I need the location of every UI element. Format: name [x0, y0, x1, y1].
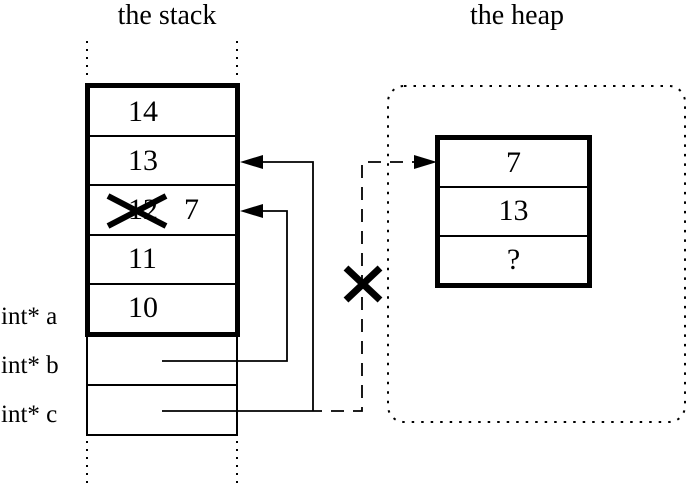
- stack-cell-value: 13: [128, 143, 158, 177]
- new-value: 7: [184, 193, 199, 226]
- pointer-cell-c: [86, 386, 238, 436]
- heap-cell: 13: [440, 186, 587, 234]
- heap-region-title: the heap: [469, 0, 565, 31]
- stack-cell: 10: [90, 282, 235, 332]
- stack-cell-overwritten: 12 7: [90, 184, 235, 233]
- stack-frame-box: 14 13 12 7 11 10: [85, 83, 240, 337]
- label-int-b: int* b: [1, 352, 59, 379]
- pointer-cell-b: [86, 337, 238, 386]
- stack-region-title: the stack: [117, 0, 217, 31]
- pointer-c-arrowhead-icon: [240, 155, 263, 169]
- stack-cell: 11: [90, 233, 235, 283]
- stack-cell: 13: [90, 135, 235, 184]
- heap-cell: ?: [440, 234, 587, 283]
- heap-block-box: 7 13 ?: [435, 135, 592, 288]
- invalid-pointer-x-icon: [343, 265, 383, 303]
- label-int-c: int* c: [1, 401, 58, 428]
- heap-cell-value: ?: [506, 242, 521, 276]
- stack-cell: 14: [90, 88, 235, 135]
- stack-cell-value: 14: [128, 94, 158, 128]
- stack-cell-value: 11: [128, 242, 157, 276]
- label-int-a: int* a: [1, 303, 58, 330]
- stale-value: 12: [128, 193, 158, 226]
- dangling-pointer-dashed-line: [322, 161, 414, 412]
- heap-cell-value: 13: [498, 194, 529, 228]
- pointer-b-arrowhead-icon: [240, 204, 263, 218]
- dangling-pointer-arrowhead-icon: [414, 155, 437, 169]
- heap-cell-value: 7: [506, 146, 521, 180]
- heap-cell: 7: [440, 140, 587, 186]
- stack-cell-value: 10: [128, 291, 158, 325]
